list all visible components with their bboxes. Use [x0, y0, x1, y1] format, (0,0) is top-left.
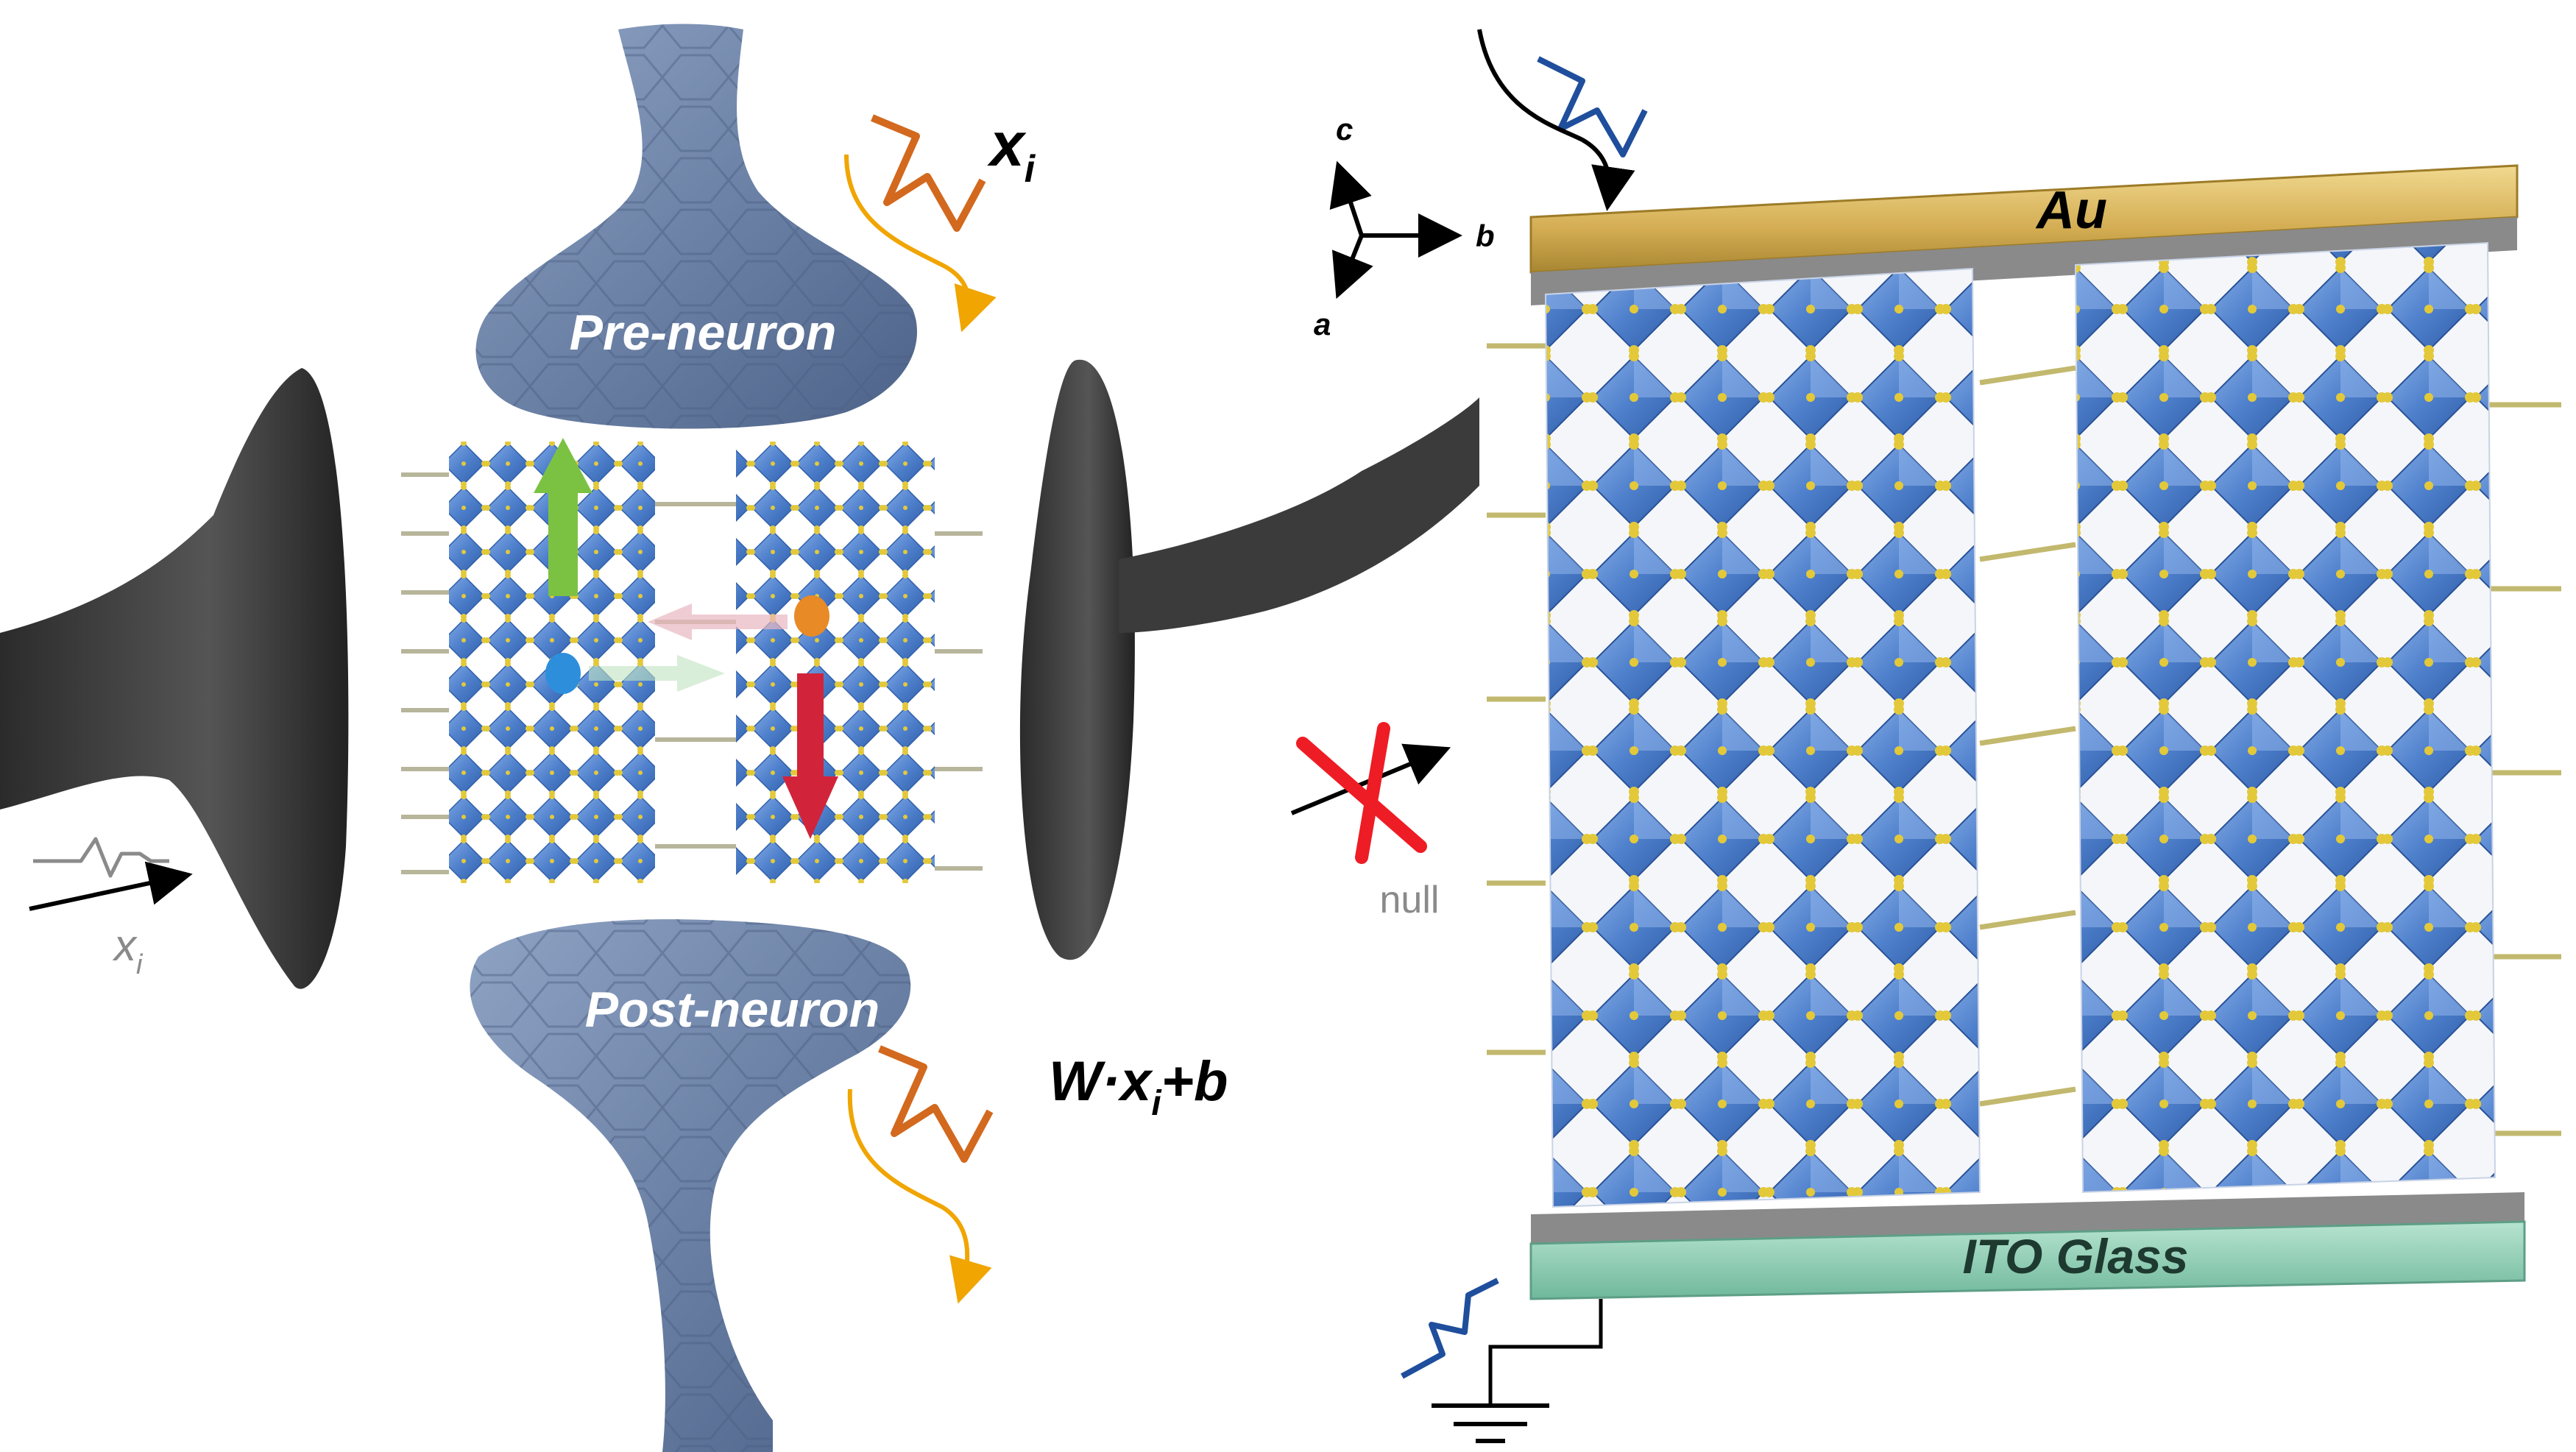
post-neuron: Post-neuron: [470, 919, 911, 1452]
output-sub: i: [1151, 1084, 1162, 1123]
null-label: null: [1380, 879, 1440, 921]
lattice-column-right: [2074, 241, 2497, 1194]
red-down-arrow: [782, 673, 838, 839]
output-tail: +b: [1161, 1050, 1228, 1113]
output-spike-blue: [1401, 1278, 1499, 1379]
pre-input-spike: xi: [844, 110, 1036, 333]
lattice-column-left: [1544, 267, 1981, 1208]
right-dendrite: [1019, 359, 1479, 960]
au-label: Au: [2035, 181, 2107, 240]
blocked-path: null: [1290, 722, 1451, 921]
input-subscript: i: [1025, 148, 1036, 191]
axis-c-label: c: [1336, 112, 1353, 146]
device-panel: c b a null Au: [1290, 29, 2561, 1443]
ito-label: ITO Glass: [1963, 1229, 2189, 1283]
axis-b-label: b: [1476, 219, 1495, 253]
left-input-symbol: x: [112, 921, 138, 970]
left-input-label: xi: [112, 921, 144, 980]
left-input-sub: i: [136, 949, 144, 980]
output-expression: W·xi+b: [1049, 1050, 1228, 1123]
input-symbol: x: [987, 110, 1027, 179]
output-W: W·x: [1049, 1050, 1153, 1113]
left-dendrite: [0, 368, 349, 989]
perovskite-stack: [1487, 241, 2561, 1208]
green-up-arrow: [534, 438, 592, 596]
blue-ion: [545, 653, 581, 694]
lattice-block-right: [736, 442, 935, 883]
crystal-axes: c b a: [1314, 112, 1495, 341]
post-output-spike: W·xi+b: [847, 1045, 1228, 1304]
left-input: xi: [29, 837, 193, 980]
red-cross-stroke-1: [1296, 737, 1427, 853]
post-neuron-label: Post-neuron: [585, 982, 880, 1038]
synapse-panel: Pre-neuron Post-neuron: [0, 24, 1479, 1452]
red-cross-stroke-2: [1355, 722, 1390, 864]
device-input-spike: [1477, 29, 1648, 211]
orange-ion: [794, 595, 829, 637]
exchange-arrows: [589, 603, 788, 692]
input-symbol-xi: xi: [987, 110, 1036, 191]
ground-circuit: [1401, 1278, 1603, 1443]
axis-a-label: a: [1314, 307, 1331, 341]
ito-electrode: ITO Glass: [1529, 1192, 2526, 1300]
pre-neuron-label: Pre-neuron: [570, 305, 837, 361]
pre-neuron: Pre-neuron: [475, 24, 917, 429]
